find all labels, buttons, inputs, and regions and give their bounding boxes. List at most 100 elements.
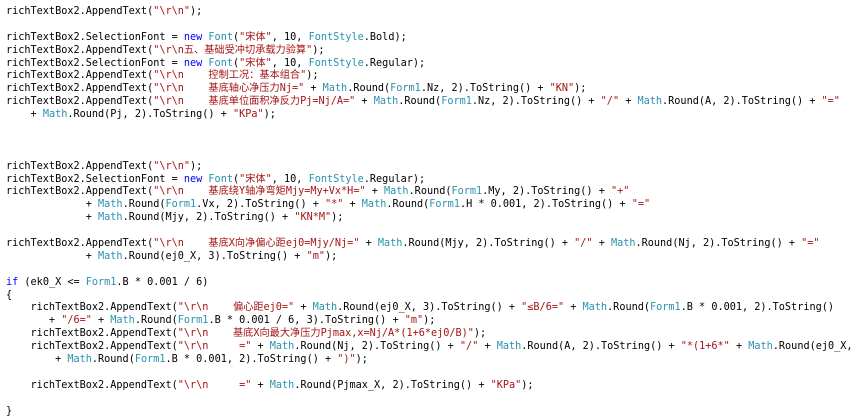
code-line[interactable]: richTextBox2.AppendText("\r\n =" + Math.… [0, 341, 853, 354]
string-literal: "\r\n 基底轴心净压力Nj=" [153, 83, 305, 95]
type-name: Math [582, 302, 608, 314]
type-name: Math [361, 199, 387, 211]
code-text: .Round(Nj, 2).ToString() + [635, 238, 802, 250]
code-text: richTextBox2.SelectionFont = [6, 57, 184, 69]
code-line[interactable] [0, 135, 800, 148]
code-line[interactable]: if (ek0_X <= Form1.B * 0.001 / 6) [0, 277, 800, 290]
string-literal: "KPa" [490, 379, 522, 391]
keyword: new [183, 31, 203, 43]
code-text: richTextBox2.AppendText( [6, 328, 178, 340]
keyword: new [183, 173, 203, 185]
code-line[interactable]: richTextBox2.AppendText("\r\n五、基础受冲切承载力验… [0, 45, 800, 58]
code-line[interactable] [0, 148, 800, 161]
code-line[interactable]: richTextBox2.AppendText("\r\n 控制工况：基本组合"… [0, 70, 800, 83]
code-text: .Round(ej0_X, 3).ToString() + [337, 302, 522, 314]
code-text: ); [190, 160, 203, 172]
type-name: Math [67, 354, 92, 366]
string-literal: "\r\n" [153, 6, 191, 17]
string-literal: "\r\n 基底X向最大净压力Pjmax,x=Nj/A*(1+6*ej0/B)" [177, 328, 474, 340]
code-text: + [343, 199, 362, 211]
code-line[interactable]: richTextBox2.AppendText("\r\n 基底轴心净压力Nj=… [0, 83, 800, 96]
code-text: richTextBox2.SelectionFont = [6, 173, 184, 185]
type-name: Math [98, 199, 123, 211]
code-text: richTextBox2.AppendText( [6, 341, 178, 353]
code-line[interactable]: richTextBox2.AppendText("\r\n 基底单位面积净反力P… [0, 96, 840, 109]
code-text: .Round(A, 2).ToString() + [521, 341, 681, 353]
code-line[interactable] [0, 393, 800, 406]
code-line[interactable]: richTextBox2.AppendText("\r\n 基底绕Y轴净弯矩Mj… [0, 186, 800, 199]
code-line[interactable]: richTextBox2.AppendText("\r\n 基底X向最大净压力P… [0, 328, 800, 341]
code-line[interactable] [0, 19, 800, 32]
code-line[interactable]: } [0, 406, 800, 419]
code-line[interactable] [0, 264, 800, 277]
type-name: FontStyle [308, 31, 364, 43]
type-name: Math [496, 341, 522, 353]
code-text: richTextBox2.AppendText( [6, 83, 154, 95]
code-line[interactable]: richTextBox2.AppendText("\r\n"); [0, 161, 800, 174]
code-text: ); [324, 250, 338, 262]
type-name: Math [377, 238, 403, 250]
code-line[interactable]: + "/6=" + Math.Round(Form1.B * 0.001 / 6… [0, 315, 800, 328]
code-text: + [365, 186, 384, 198]
code-line[interactable]: richTextBox2.SelectionFont = new Font("宋… [0, 32, 800, 45]
code-text: .Round( [122, 199, 166, 211]
code-line[interactable]: + Math.Round(Form1.Vx, 2).ToString() + "… [0, 199, 800, 212]
code-text: + [91, 315, 111, 327]
code-text: richTextBox2.AppendText( [6, 96, 154, 108]
code-text: , 10, [271, 57, 309, 69]
code-text: .Nz, 2).ToString() + [420, 83, 550, 95]
type-name: Math [384, 186, 409, 198]
code-line[interactable]: + Math.Round(Form1.B * 0.001, 2).ToStrin… [0, 354, 800, 367]
string-literal: "\r\n五、基础受冲切承载力验算" [153, 44, 313, 56]
code-text: + [729, 341, 749, 353]
string-literal: "/6=" [61, 315, 92, 327]
type-name: Form1 [134, 354, 166, 366]
string-literal: "m" [404, 315, 424, 327]
code-line[interactable]: richTextBox2.AppendText("\r\n 基底X向净偏心距ej… [0, 238, 820, 251]
string-literal: "≤B/6=" [521, 302, 565, 314]
code-text: .Round(A, 2).ToString() + [662, 96, 822, 108]
code-line[interactable]: richTextBox2.SelectionFont = new Font("宋… [0, 174, 800, 187]
type-name: Math [373, 96, 399, 108]
code-text: + [294, 302, 313, 314]
code-text: .Round( [386, 199, 430, 211]
code-line[interactable] [0, 225, 800, 238]
type-name: Font [208, 31, 233, 43]
code-line[interactable] [0, 367, 800, 380]
code-text: + [564, 302, 583, 314]
code-text: } [6, 405, 13, 417]
code-text: ); [331, 212, 344, 224]
code-text: richTextBox2.AppendText( [6, 6, 154, 17]
code-text: ); [263, 109, 276, 121]
code-line[interactable]: richTextBox2.SelectionFont = new Font("宋… [0, 58, 800, 71]
type-name: Math [98, 212, 123, 224]
code-text: richTextBox2.AppendText( [6, 379, 178, 391]
code-text: .Round( [347, 83, 391, 95]
code-text: richTextBox2.AppendText( [6, 302, 178, 314]
code-text: .Vx, 2).ToString() + [196, 199, 325, 211]
code-line[interactable] [0, 122, 800, 135]
code-text: .B * 0.001, 2).ToString() [680, 302, 834, 314]
code-text: ); [306, 70, 319, 82]
type-name: Math [110, 315, 135, 327]
code-line[interactable]: richTextBox2.AppendText("\r\n 偏心距ej0=" +… [0, 302, 834, 315]
code-line[interactable]: + Math.Round(Mjy, 2).ToString() + "KN*M"… [0, 212, 800, 225]
string-literal: "KN" [549, 83, 575, 95]
keyword: new [183, 57, 203, 69]
code-line[interactable]: + Math.Round(ej0_X, 3).ToString() + "m")… [0, 251, 800, 264]
code-line[interactable]: + Math.Round(Pj, 2).ToString() + "KPa"); [0, 109, 800, 122]
type-name: Math [42, 109, 68, 121]
code-text: richTextBox2.SelectionFont = [6, 31, 184, 43]
string-literal: "\r\n 偏心距ej0=" [177, 302, 295, 314]
type-name: Math [322, 83, 348, 95]
code-text: .Round( [398, 96, 442, 108]
type-name: FontStyle [308, 57, 364, 69]
code-text: ( [232, 173, 240, 185]
code-line[interactable]: richTextBox2.AppendText("\r\n =" + Math.… [0, 380, 800, 393]
code-line[interactable]: richTextBox2.AppendText("\r\n"); [0, 6, 800, 19]
code-text: + [6, 109, 43, 121]
string-literal: "\r\n =" [177, 379, 252, 391]
type-name: Math [312, 302, 338, 314]
code-line[interactable]: { [0, 290, 800, 303]
